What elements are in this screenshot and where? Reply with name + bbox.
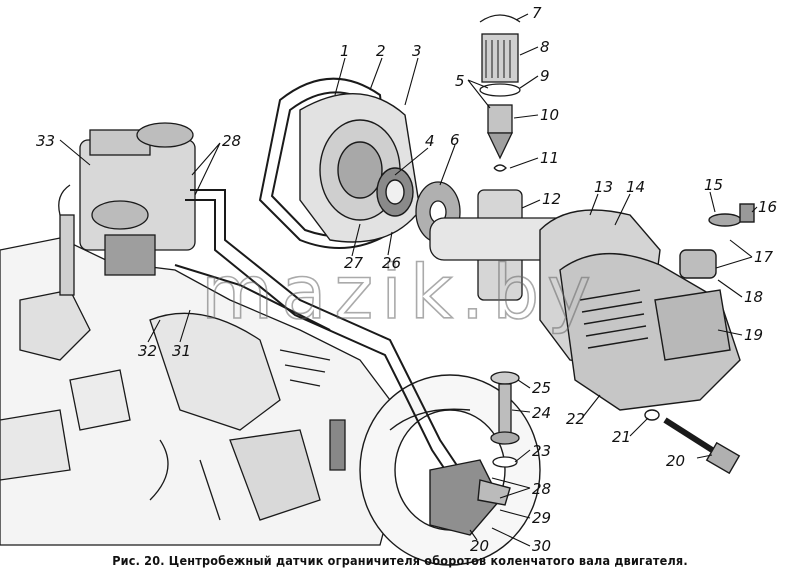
- callout-20b: 20: [470, 537, 489, 555]
- callout-10: 10: [540, 106, 559, 124]
- callout-30: 30: [532, 537, 551, 555]
- callout-5: 5: [455, 72, 465, 90]
- callout-21: 21: [612, 428, 631, 446]
- callout-8: 8: [540, 38, 550, 56]
- callout-2: 2: [376, 42, 386, 60]
- callout-23: 23: [532, 442, 551, 460]
- callout-15: 15: [704, 176, 723, 194]
- callout-7: 7: [532, 4, 542, 22]
- callout-22: 22: [566, 410, 585, 428]
- engine-block: [0, 237, 401, 546]
- callout-24: 24: [532, 404, 551, 422]
- callout-labels: 1 2 3 4 5 6 7 8 9 10 11 12 13 14 15 16 1…: [36, 4, 777, 555]
- figure-caption: Рис. 20. Центробежный датчик ограничител…: [112, 553, 688, 568]
- callout-31: 31: [172, 342, 191, 360]
- callout-27: 27: [344, 254, 364, 272]
- bolt-assembly: [490, 371, 520, 468]
- vacuum-tubes: [174, 189, 461, 481]
- callout-3: 3: [412, 42, 422, 60]
- leader-lines: [59, 13, 758, 547]
- callout-6: 6: [450, 131, 460, 149]
- callout-18: 18: [744, 288, 763, 306]
- callout-29: 29: [532, 509, 551, 527]
- sensor-body: [539, 203, 755, 475]
- callout-19: 19: [744, 326, 763, 344]
- callout-28a: 28: [222, 132, 241, 150]
- callout-26: 26: [382, 254, 401, 272]
- callout-32: 32: [138, 342, 157, 360]
- callout-33: 33: [36, 132, 55, 150]
- sensor-cover: [299, 93, 421, 243]
- callout-4: 4: [425, 132, 435, 150]
- callout-20a: 20: [666, 452, 685, 470]
- callout-14: 14: [626, 178, 645, 196]
- callout-25: 25: [532, 379, 551, 397]
- lower-sensor: [429, 459, 511, 536]
- callout-16: 16: [758, 198, 777, 216]
- callout-17: 17: [754, 248, 774, 266]
- watermark: mazik.by: [201, 250, 599, 336]
- callout-13: 13: [594, 178, 613, 196]
- callout-28b: 28: [532, 480, 551, 498]
- carburetor: [58, 122, 196, 296]
- callout-1: 1: [340, 42, 350, 60]
- callout-9: 9: [540, 67, 550, 85]
- callout-11: 11: [540, 149, 559, 167]
- callout-12: 12: [542, 190, 561, 208]
